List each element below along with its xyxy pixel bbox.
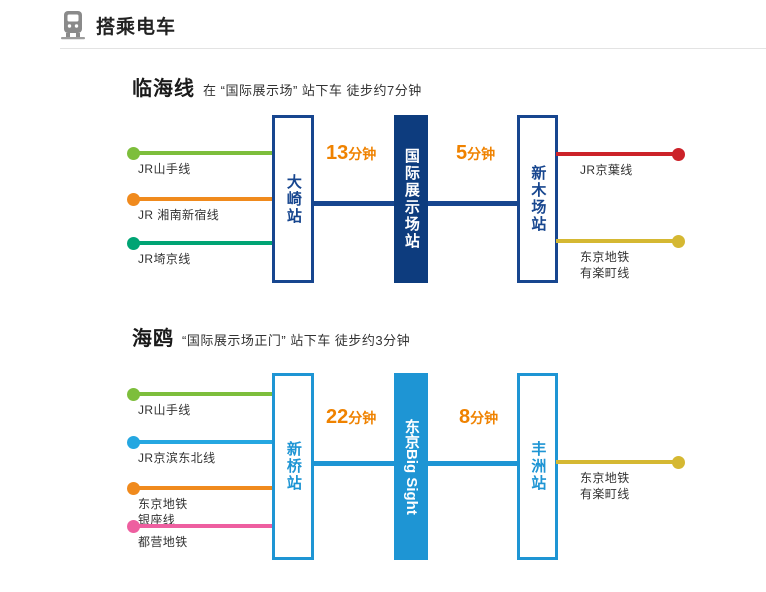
leg-duration: 13分钟	[326, 142, 376, 165]
section-note: “国际展示场正门” 站下车 徒步约3分钟	[182, 333, 411, 348]
leg-duration: 8分钟	[459, 406, 498, 429]
station-label: 新木场站	[529, 165, 547, 233]
leg-duration-number: 22	[326, 406, 349, 428]
feeder-line	[133, 486, 281, 490]
feeder-dot	[127, 388, 140, 401]
page-title: 搭乘电车	[96, 16, 177, 38]
feeder-label: 东京地铁 有楽町线	[580, 471, 630, 502]
feeder-label: JR京滨东北线	[138, 451, 216, 465]
section-note: 在 “国际展示场” 站下车 徒步约7分钟	[203, 83, 422, 98]
section-title: 海鸥	[132, 328, 174, 350]
route-connector	[309, 201, 399, 206]
feeder-label: 东京地铁 银座线	[138, 497, 188, 528]
feeder-dot	[672, 456, 685, 469]
feeder-label: JR埼京线	[138, 252, 191, 266]
feeder-line	[133, 440, 281, 444]
feeder-line	[556, 152, 678, 156]
header-divider	[60, 48, 766, 49]
leg-duration: 22分钟	[326, 406, 376, 429]
leg-duration-unit: 分钟	[348, 410, 377, 426]
station-box-osaki[interactable]: 大崎站	[272, 115, 314, 283]
feeder-dot	[127, 193, 140, 206]
leg-duration-number: 5	[456, 142, 468, 164]
feeder-line	[556, 460, 678, 464]
feeder-label: 都营地铁	[138, 535, 188, 549]
station-box-kokusai-tenjijo[interactable]: 国际展示场站	[394, 115, 428, 283]
route-connector	[423, 201, 521, 206]
page-header: 搭乘电车	[60, 10, 176, 40]
feeder-line	[133, 197, 281, 201]
station-label: 国际展示场站	[402, 148, 420, 250]
feeder-dot	[127, 436, 140, 449]
section-heading: 临海线 在 “国际展示场” 站下车 徒步约7分钟	[132, 72, 422, 101]
feeder-line	[133, 524, 281, 528]
leg-duration-number: 13	[326, 142, 349, 164]
feeder-dot	[672, 148, 685, 161]
leg-duration-unit: 分钟	[470, 410, 499, 426]
feeder-dot	[127, 237, 140, 250]
station-box-shin-kiba[interactable]: 新木场站	[517, 115, 558, 283]
feeder-line	[133, 241, 281, 245]
feeder-dot	[127, 520, 140, 533]
station-box-toyosu[interactable]: 丰洲站	[517, 373, 558, 560]
station-box-tokyo-big-sight[interactable]: 东京Big Sight	[394, 373, 428, 560]
leg-duration-number: 8	[459, 406, 471, 428]
feeder-dot	[672, 235, 685, 248]
leg-duration-unit: 分钟	[348, 146, 377, 162]
feeder-label: JR京葉线	[580, 163, 633, 177]
route-connector	[309, 461, 399, 466]
leg-duration-unit: 分钟	[467, 146, 496, 162]
feeder-line	[133, 392, 281, 396]
feeder-dot	[127, 482, 140, 495]
station-label: 新桥站	[284, 441, 302, 492]
station-box-shimbashi[interactable]: 新桥站	[272, 373, 314, 560]
station-label: 大崎站	[284, 173, 302, 225]
feeder-dot	[127, 147, 140, 160]
station-label: 丰洲站	[529, 441, 547, 492]
feeder-line	[556, 239, 678, 243]
leg-duration: 5分钟	[456, 142, 495, 165]
feeder-label: 东京地铁 有楽町线	[580, 250, 630, 281]
feeder-line	[133, 151, 281, 155]
route-connector	[423, 461, 521, 466]
feeder-label: JR山手线	[138, 403, 191, 417]
train-icon	[60, 10, 86, 40]
station-label: 东京Big Sight	[402, 418, 420, 515]
section-heading: 海鸥 “国际展示场正门” 站下车 徒步约3分钟	[132, 322, 410, 351]
section-title: 临海线	[132, 78, 195, 100]
feeder-label: JR 湘南新宿线	[138, 208, 220, 222]
feeder-label: JR山手线	[138, 162, 191, 176]
